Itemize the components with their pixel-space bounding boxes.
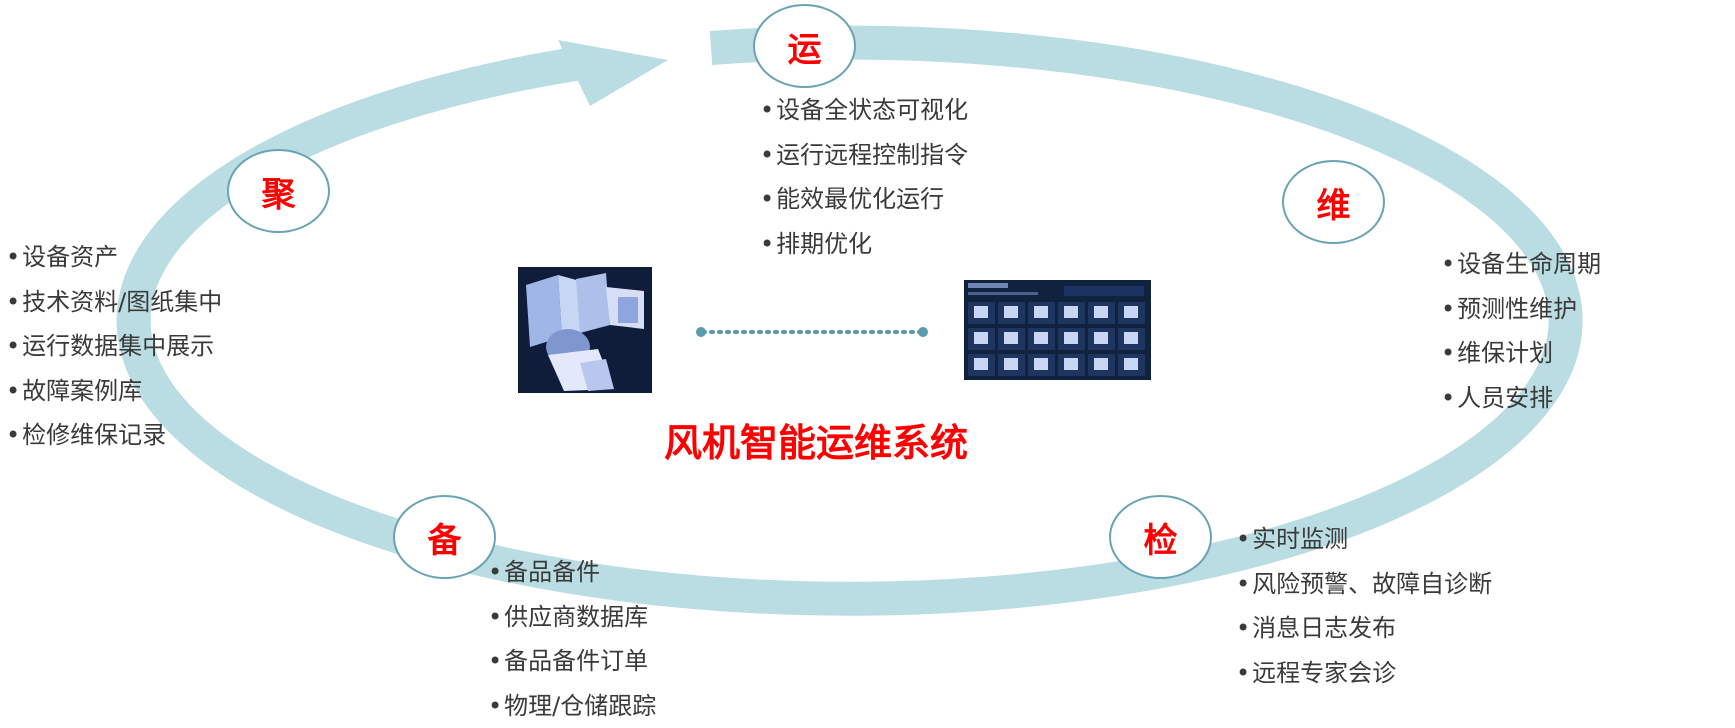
connector-dot-right [918, 327, 928, 337]
list-item: 检修维保记录 [6, 413, 222, 458]
list-item: 技术资料/图纸集中 [6, 280, 222, 325]
list-item: 故障案例库 [6, 369, 222, 414]
arrow-head [558, 40, 668, 106]
node-wei: 维 [1282, 160, 1385, 244]
list-item: 维保计划 [1441, 331, 1601, 376]
node-bei: 备 [393, 495, 496, 579]
connector-dot-left [696, 327, 706, 337]
list-item: 风险预警、故障自诊断 [1236, 562, 1492, 607]
list-item: 设备生命周期 [1441, 242, 1601, 287]
list-item: 备品备件订单 [488, 639, 656, 684]
list-item: 供应商数据库 [488, 595, 656, 640]
fan-dashboard-image [964, 280, 1151, 380]
node-jian: 检 [1109, 495, 1212, 579]
list-item: 远程专家会诊 [1236, 651, 1492, 696]
list-item: 人员安排 [1441, 376, 1601, 421]
list-item: 运行数据集中展示 [6, 324, 222, 369]
list-item: 预测性维护 [1441, 287, 1601, 332]
system-title: 风机智能运维系统 [664, 412, 968, 467]
list-item: 设备全状态可视化 [760, 88, 968, 133]
node-ju: 聚 [227, 149, 330, 233]
list-item: 物理/仓储跟踪 [488, 684, 656, 728]
list-item: 运行远程控制指令 [760, 133, 968, 178]
list-bei: 备品备件 供应商数据库 备品备件订单 物理/仓储跟踪 [488, 550, 656, 728]
list-jian: 实时监测 风险预警、故障自诊断 消息日志发布 远程专家会诊 [1236, 517, 1492, 695]
node-yun: 运 [753, 4, 856, 88]
list-item: 能效最优化运行 [760, 177, 968, 222]
list-ju: 设备资产 技术资料/图纸集中 运行数据集中展示 故障案例库 检修维保记录 [6, 235, 222, 458]
fan-3d-model-image [518, 267, 652, 393]
list-item: 实时监测 [1236, 517, 1492, 562]
list-item: 消息日志发布 [1236, 606, 1492, 651]
list-item: 备品备件 [488, 550, 656, 595]
list-item: 排期优化 [760, 222, 968, 267]
list-yun: 设备全状态可视化 运行远程控制指令 能效最优化运行 排期优化 [760, 88, 968, 266]
list-item: 设备资产 [6, 235, 222, 280]
list-wei: 设备生命周期 预测性维护 维保计划 人员安排 [1441, 242, 1601, 420]
